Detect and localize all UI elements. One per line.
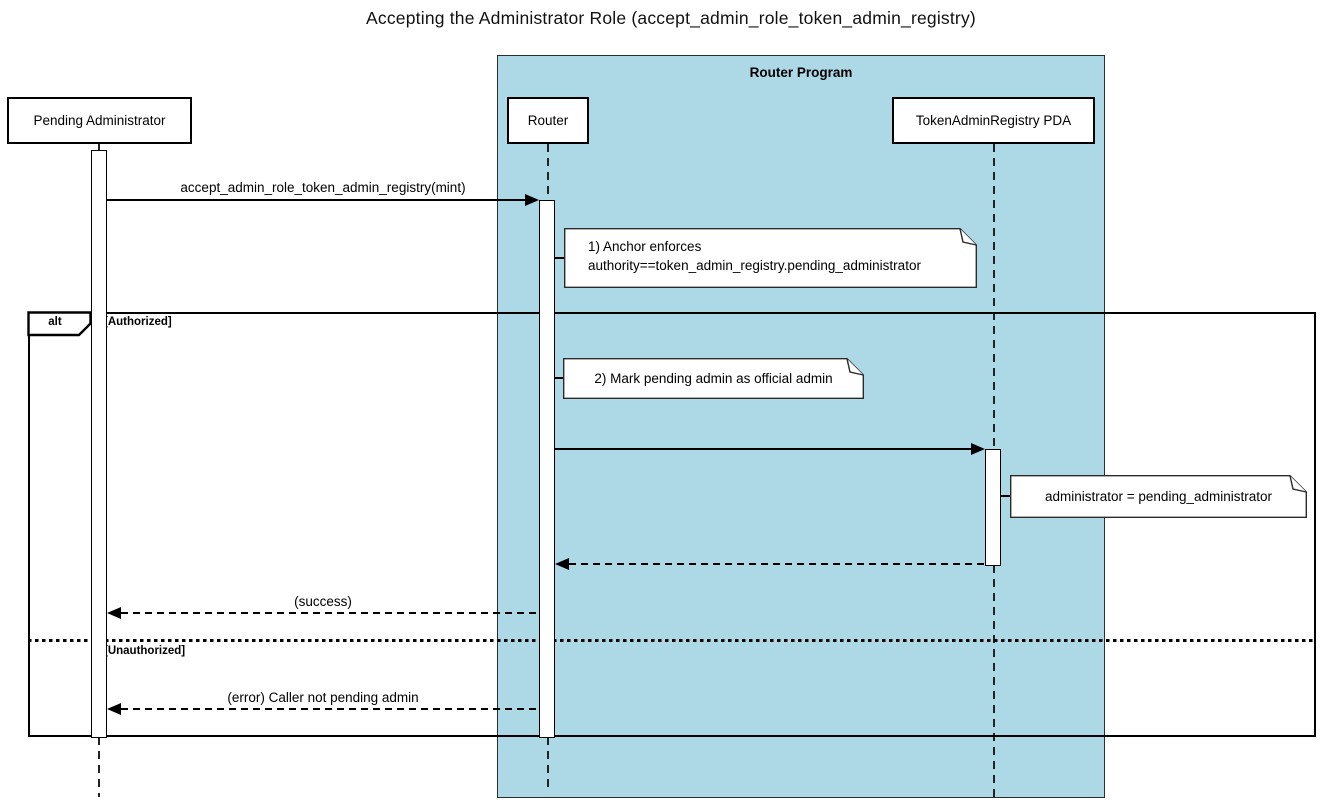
alt-operator-label: alt: [48, 316, 62, 328]
lifeline-router-top: [547, 144, 550, 201]
message-success-line: [121, 612, 539, 614]
note-mark-admin-text: 2) Mark pending admin as official admin: [594, 371, 833, 386]
lifeline-pending-admin-top: [98, 144, 101, 151]
return-pda-router-line: [569, 563, 985, 565]
lifeline-router-bottom: [547, 737, 550, 791]
alt-operator-pentagon: [27, 311, 92, 337]
participant-registry-pda-label: TokenAdminRegistry PDA: [915, 113, 1072, 128]
arrowhead-accept-call: [525, 193, 539, 206]
activation-registry-pda: [985, 449, 1001, 566]
message-error-line: [121, 708, 539, 710]
activation-pending-admin: [91, 150, 107, 738]
note-anchor-enforces-line2: authority==token_admin_registry.pending_…: [588, 258, 921, 273]
activation-router: [539, 200, 555, 738]
alt-divider: [28, 639, 1316, 642]
alt-fragment-frame: [28, 312, 1316, 737]
arrowhead-update-registry: [971, 442, 985, 455]
note-anchor-enforces-line1: 1) Anchor enforces: [588, 239, 702, 254]
participant-registry-pda: TokenAdminRegistry PDA: [892, 97, 1095, 144]
message-success-label: (success): [294, 594, 352, 609]
guard-unauthorized: [Unauthorized]: [104, 645, 186, 657]
note2-connector: [555, 377, 563, 379]
message-accept-call-label: accept_admin_role_token_admin_registry(m…: [180, 180, 466, 195]
message-update-registry-line: [555, 448, 972, 450]
participant-pending-admin: Pending Administrator: [7, 97, 192, 144]
lifeline-pending-admin-bottom: [98, 737, 101, 797]
participant-pending-admin-label: Pending Administrator: [33, 113, 166, 128]
lifeline-registry-pda-top: [993, 144, 996, 449]
arrowhead-return-pda-router: [555, 557, 569, 570]
message-accept-call-line: [107, 199, 526, 201]
note3-connector: [1001, 495, 1010, 497]
participant-router-label: Router: [527, 113, 569, 128]
router-program-frame: Router Program: [497, 55, 1105, 798]
note-anchor-enforces: 1) Anchor enforces authority==token_admi…: [564, 228, 977, 288]
arrowhead-success: [107, 606, 121, 619]
message-error-label: (error) Caller not pending admin: [227, 690, 419, 705]
note-mark-admin: 2) Mark pending admin as official admin: [563, 358, 864, 399]
lifeline-registry-pda-bottom: [993, 565, 996, 797]
router-program-label: Router Program: [749, 65, 853, 80]
arrowhead-error: [107, 702, 121, 715]
note-set-admin: administrator = pending_administrator: [1010, 475, 1307, 518]
diagram-title: Accepting the Administrator Role (accept…: [366, 8, 976, 28]
participant-router: Router: [507, 97, 589, 144]
note-set-admin-text: administrator = pending_administrator: [1045, 489, 1272, 504]
note1-connector: [555, 257, 564, 259]
guard-authorized: [Authorized]: [104, 316, 172, 328]
